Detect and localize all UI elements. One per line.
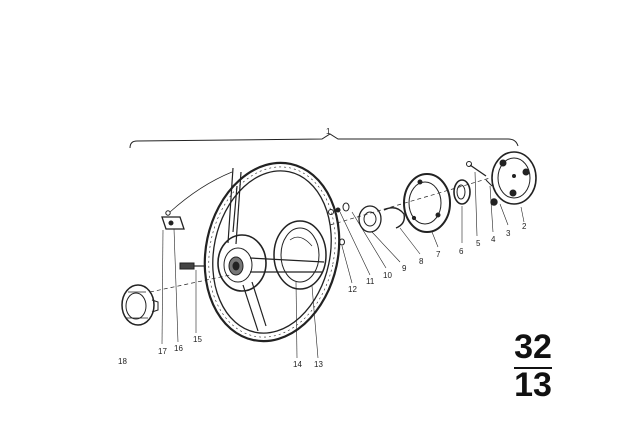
screw-washer-set bbox=[328, 202, 350, 246]
part-label-11: 11 bbox=[366, 277, 375, 286]
contact-ring bbox=[121, 284, 159, 326]
assembly-bracket bbox=[129, 133, 519, 149]
part-label-13: 13 bbox=[314, 360, 323, 369]
part-label-12: 12 bbox=[348, 285, 357, 294]
part-label-9: 9 bbox=[402, 264, 407, 273]
wire-terminal bbox=[165, 210, 171, 216]
group-number-minor: 13 bbox=[514, 366, 552, 404]
steering-wheel-rim bbox=[203, 161, 341, 343]
spacer-ring bbox=[358, 205, 382, 233]
part-label-7: 7 bbox=[436, 250, 441, 259]
leader-lines bbox=[161, 171, 525, 359]
horn-plate bbox=[403, 173, 451, 233]
contact-wire bbox=[169, 171, 233, 213]
horn-pad bbox=[273, 220, 327, 290]
part-label-18: 18 bbox=[118, 357, 127, 366]
group-number-divider bbox=[514, 367, 552, 369]
group-number-major: 32 bbox=[514, 328, 552, 366]
part-label-5: 5 bbox=[476, 239, 481, 248]
cover-plate bbox=[491, 151, 537, 205]
part-label-17: 17 bbox=[158, 347, 167, 356]
wheel-spokes bbox=[227, 167, 325, 332]
part-label-2: 2 bbox=[522, 222, 527, 231]
part-label-3: 3 bbox=[506, 229, 511, 238]
part-label-14: 14 bbox=[293, 360, 302, 369]
retaining-ring bbox=[453, 179, 471, 205]
mounting-screw bbox=[179, 262, 206, 270]
part-label-10: 10 bbox=[383, 271, 392, 280]
contact-spring bbox=[383, 207, 406, 229]
part-label-6: 6 bbox=[459, 247, 464, 256]
part-label-1: 1 bbox=[326, 127, 331, 136]
mounting-bracket bbox=[161, 216, 185, 230]
part-label-15: 15 bbox=[193, 335, 202, 344]
part-label-8: 8 bbox=[419, 257, 424, 266]
part-label-16: 16 bbox=[174, 344, 183, 353]
wheel-hub bbox=[217, 234, 267, 292]
part-label-4: 4 bbox=[491, 235, 496, 244]
